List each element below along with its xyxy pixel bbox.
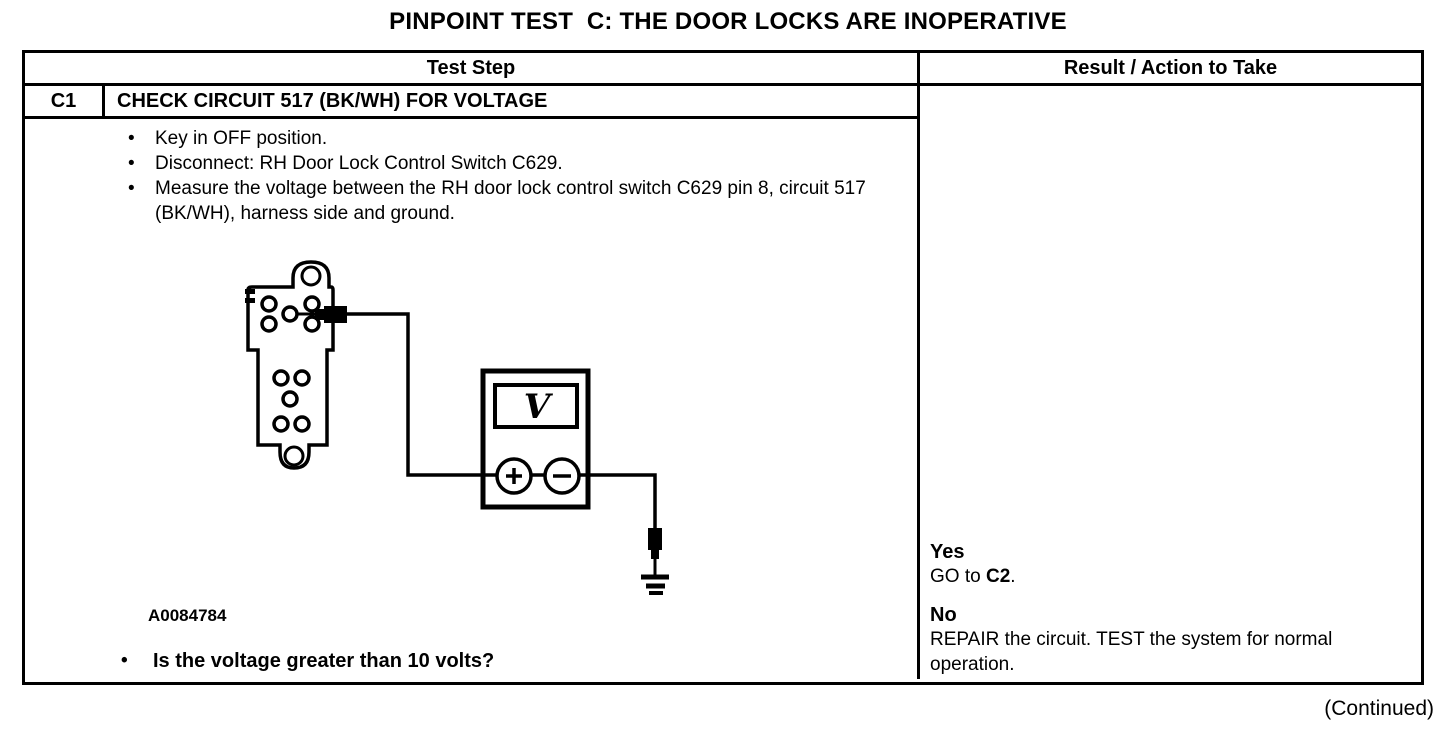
- test-step-column-header: Test Step: [25, 53, 920, 83]
- instruction-text: Key in OFF position.: [155, 128, 328, 149]
- bullet-icon: •: [121, 650, 128, 671]
- connector-c629-icon: [245, 260, 335, 470]
- instruction-text: Measure the voltage between the RH door …: [155, 178, 866, 224]
- question-text: Is the voltage greater than 10 volts?: [153, 650, 495, 672]
- step-id-row: C1 CHECK CIRCUIT 517 (BK/WH) FOR VOLTAGE: [25, 86, 917, 119]
- voltmeter-display-label: V: [524, 387, 554, 427]
- instruction-list: • Key in OFF position. • Disconnect: RH …: [128, 126, 868, 226]
- wiring-diagram: V: [245, 260, 669, 595]
- result-action-cell: Yes GO to C2. No REPAIR the circuit. TES…: [920, 86, 1421, 679]
- pinpoint-test-table: Test Step Result / Action to Take C1 CHE…: [22, 50, 1424, 685]
- result-no-section: No REPAIR the circuit. TEST the system f…: [930, 603, 1398, 677]
- ground-probe-icon: [648, 528, 662, 559]
- list-item: • Measure the voltage between the RH doo…: [128, 176, 868, 226]
- result-no-label: No: [930, 604, 957, 626]
- yes-action-suffix: .: [1010, 566, 1016, 587]
- test-step-cell: C1 CHECK CIRCUIT 517 (BK/WH) FOR VOLTAGE…: [25, 86, 920, 679]
- result-block: Yes GO to C2. No REPAIR the circuit. TES…: [930, 540, 1398, 677]
- list-item: • Key in OFF position.: [128, 126, 868, 151]
- yes-action-target: C2: [985, 566, 1011, 587]
- test-lead-wire: [346, 312, 657, 530]
- step-question: • Is the voltage greater than 10 volts?: [121, 650, 494, 673]
- plus-terminal-icon: [495, 457, 533, 495]
- instruction-text: Disconnect: RH Door Lock Control Switch …: [155, 153, 563, 174]
- result-action-column-header: Result / Action to Take: [1063, 56, 1278, 79]
- yes-action-prefix: GO to: [930, 566, 986, 587]
- test-probe-icon: [315, 306, 347, 323]
- bullet-icon: •: [128, 128, 135, 149]
- bullet-icon: •: [128, 178, 135, 199]
- result-yes-label: Yes: [930, 541, 965, 563]
- ground-icon: [641, 557, 669, 595]
- table-body: C1 CHECK CIRCUIT 517 (BK/WH) FOR VOLTAGE…: [25, 86, 1421, 679]
- figure-id: A0084784: [148, 606, 227, 625]
- list-item: • Disconnect: RH Door Lock Control Switc…: [128, 151, 868, 176]
- continued-note: (Continued): [1324, 697, 1434, 720]
- step-title: CHECK CIRCUIT 517 (BK/WH) FOR VOLTAGE: [117, 89, 548, 112]
- page-title: PINPOINT TEST C: THE DOOR LOCKS ARE INOP…: [389, 8, 1067, 35]
- result-yes-action: GO to C2.: [930, 564, 1398, 589]
- step-id: C1: [25, 86, 105, 116]
- table-header-row: Test Step Result / Action to Take: [25, 53, 1421, 86]
- result-no-action: REPAIR the circuit. TEST the system for …: [930, 629, 1333, 675]
- minus-terminal-icon: [543, 457, 581, 495]
- bullet-icon: •: [128, 153, 135, 174]
